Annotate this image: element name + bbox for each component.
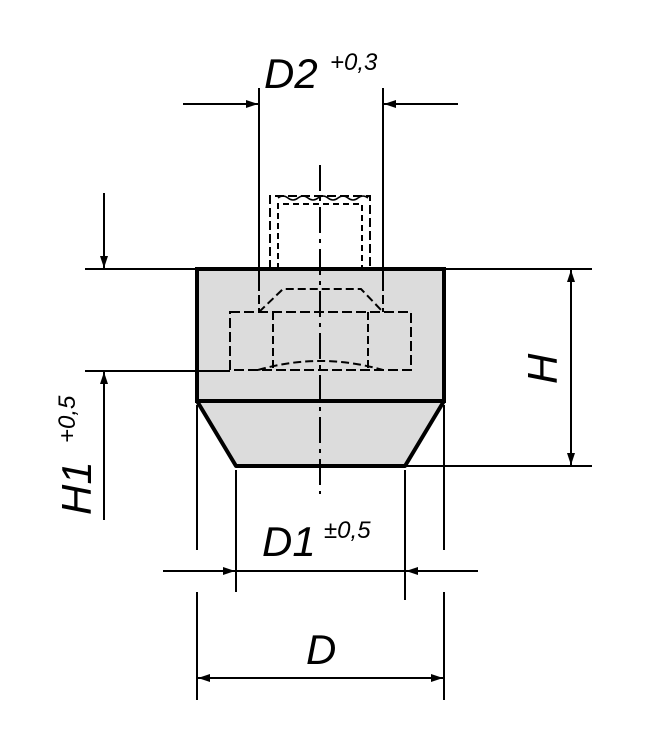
dim-label-h: H xyxy=(519,353,566,384)
thread-crest xyxy=(277,195,369,201)
extension-lines xyxy=(85,88,592,700)
dim-label-d2: D2 xyxy=(264,50,318,97)
dim-tolerance-d2: +0,3 xyxy=(330,49,378,76)
thread-outline-inner xyxy=(277,203,363,269)
dim-label-d: D xyxy=(306,626,336,673)
hex-recess-curve xyxy=(257,360,384,371)
hex-recess xyxy=(229,311,412,371)
dim-label-h1: H1 xyxy=(53,461,100,515)
dim-tolerance-h1: +0,5 xyxy=(54,395,81,443)
bore-chamfer xyxy=(258,288,384,313)
dim-tolerance-d1: ±0,5 xyxy=(324,517,371,544)
dim-label-d1: D1 xyxy=(262,518,316,565)
